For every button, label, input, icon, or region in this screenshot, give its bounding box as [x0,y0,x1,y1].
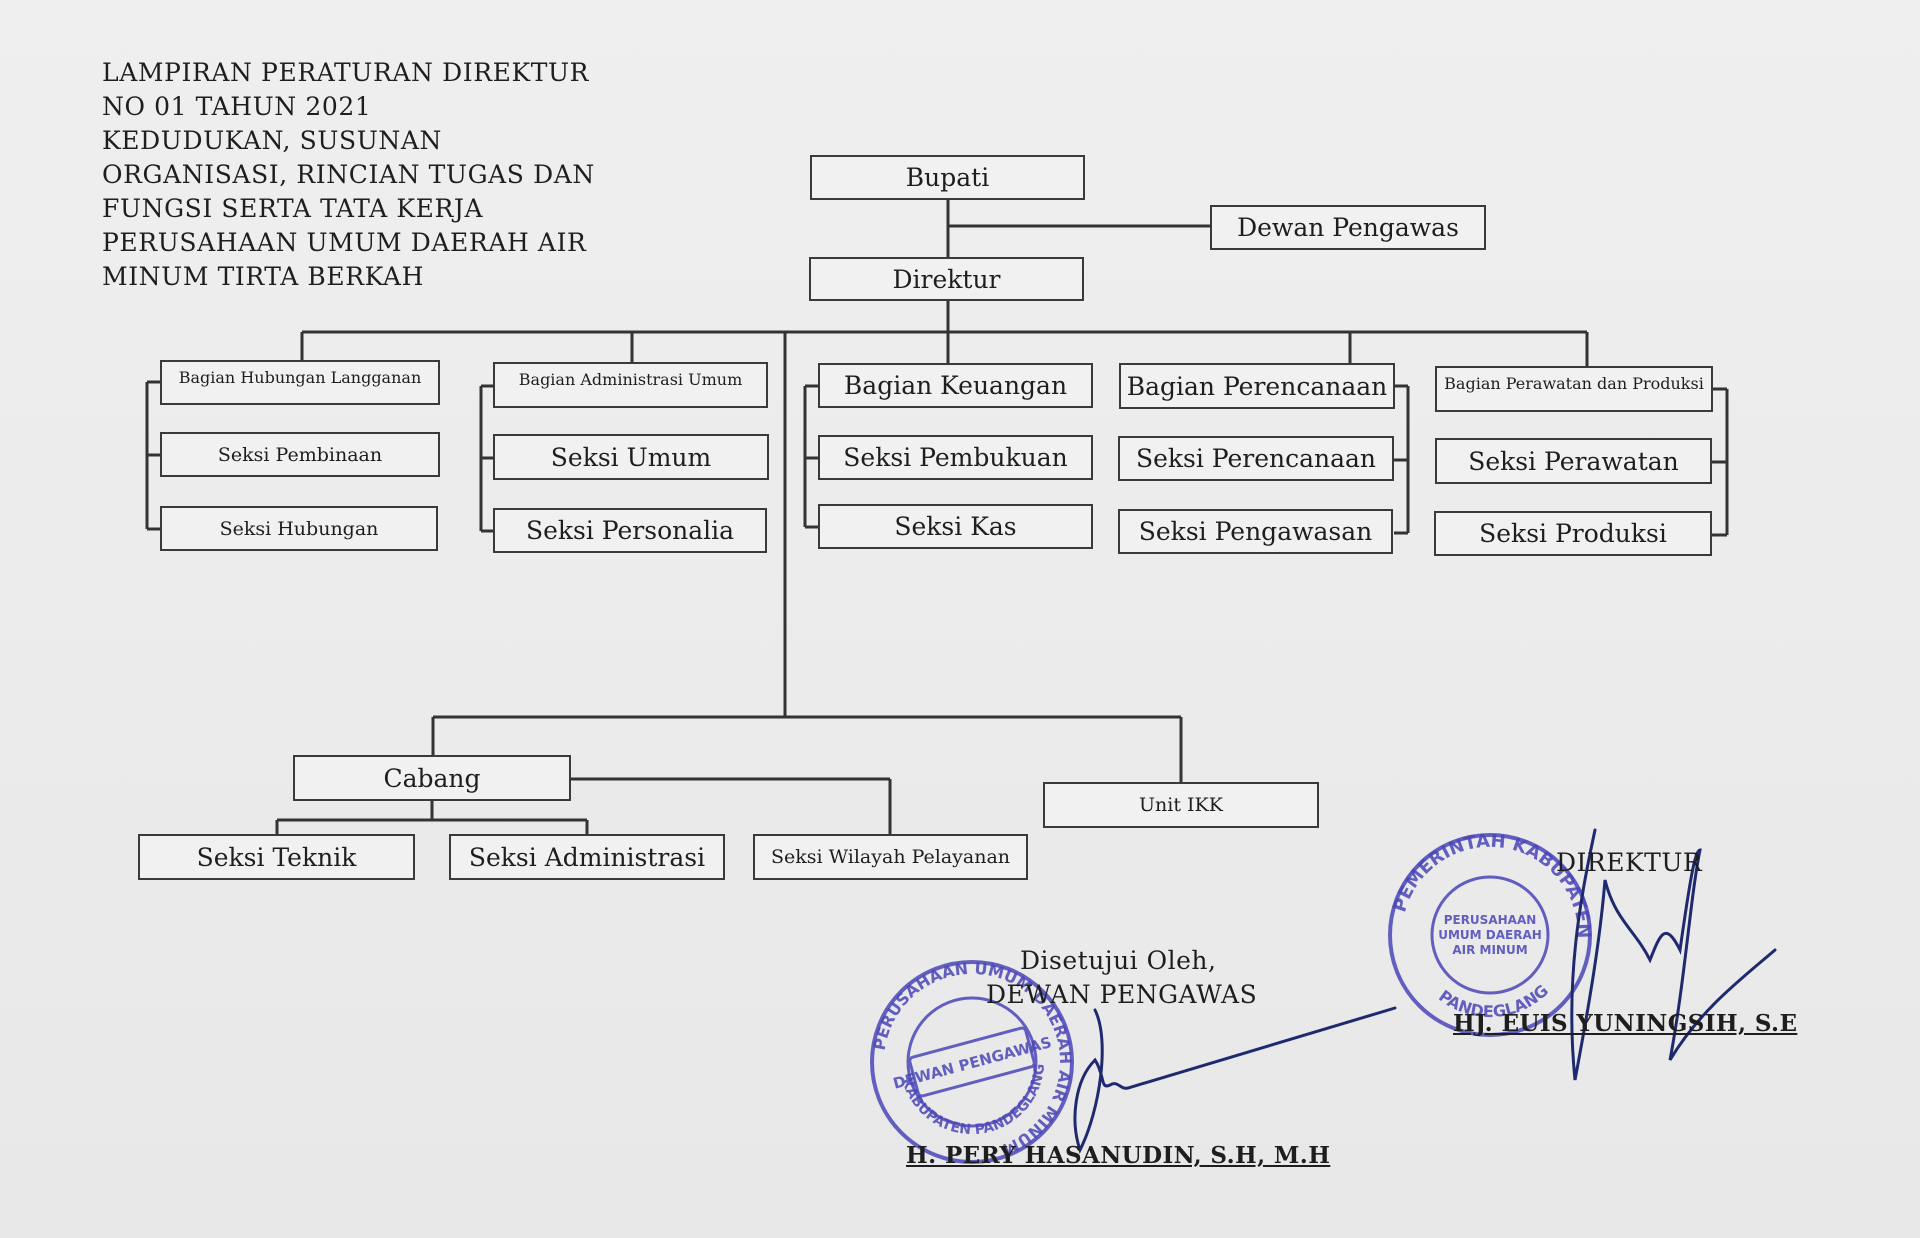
board-title: DEWAN PENGAWAS [986,980,1258,1009]
org-box-seksi-umum: Seksi Umum [493,434,769,480]
org-box-seksi-personalia: Seksi Personalia [493,508,767,553]
approved-by-label: Disetujui Oleh, [1020,946,1217,975]
org-box-direktur: Direktur [809,257,1084,301]
director-name: HJ. EUIS YUNINGSIH, S.E [1453,1010,1798,1037]
director-title: DIREKTUR [1556,848,1703,877]
header-line: PERUSAHAAN UMUM DAERAH AIR [102,228,587,257]
org-box-bagian-keuangan: Bagian Keuangan [818,363,1093,408]
org-box-seksi-pengawasan: Seksi Pengawasan [1118,509,1393,554]
org-box-seksi-pembukuan: Seksi Pembukuan [818,435,1093,480]
header-line: LAMPIRAN PERATURAN DIREKTUR [102,58,590,87]
org-box-seksi-produksi: Seksi Produksi [1434,511,1712,556]
org-box-seksi-perencanaan: Seksi Perencanaan [1118,436,1394,481]
org-box-dewan-pengawas: Dewan Pengawas [1210,205,1486,250]
header-line: NO 01 TAHUN 2021 [102,92,372,121]
org-box-bagian-perawatan-produksi: Bagian Perawatan dan Produksi [1435,366,1713,412]
org-box-bagian-perencanaan: Bagian Perencanaan [1119,363,1395,409]
org-box-bagian-administrasi-umum: Bagian Administrasi Umum [493,362,768,408]
header-line: MINUM TIRTA BERKAH [102,262,424,291]
org-box-bupati: Bupati [810,155,1085,200]
org-box-seksi-teknik: Seksi Teknik [138,834,415,880]
org-box-seksi-kas: Seksi Kas [818,504,1093,549]
org-box-seksi-wilayah-pelayanan: Seksi Wilayah Pelayanan [753,834,1028,880]
org-box-unit-ikk: Unit IKK [1043,782,1319,828]
header-line: FUNGSI SERTA TATA KERJA [102,194,484,223]
org-box-bagian-hubungan-langganan: Bagian Hubungan Langganan [160,360,440,405]
org-box-seksi-pembinaan: Seksi Pembinaan [160,432,440,477]
org-box-seksi-administrasi: Seksi Administrasi [449,834,725,880]
board-name: H. PERY HASANUDIN, S.H, M.H [906,1142,1331,1169]
org-box-cabang: Cabang [293,755,571,801]
header-line: ORGANISASI, RINCIAN TUGAS DAN [102,160,595,189]
org-box-seksi-hubungan: Seksi Hubungan [160,506,438,551]
org-box-seksi-perawatan: Seksi Perawatan [1435,438,1712,484]
header-line: KEDUDUKAN, SUSUNAN [102,126,443,155]
